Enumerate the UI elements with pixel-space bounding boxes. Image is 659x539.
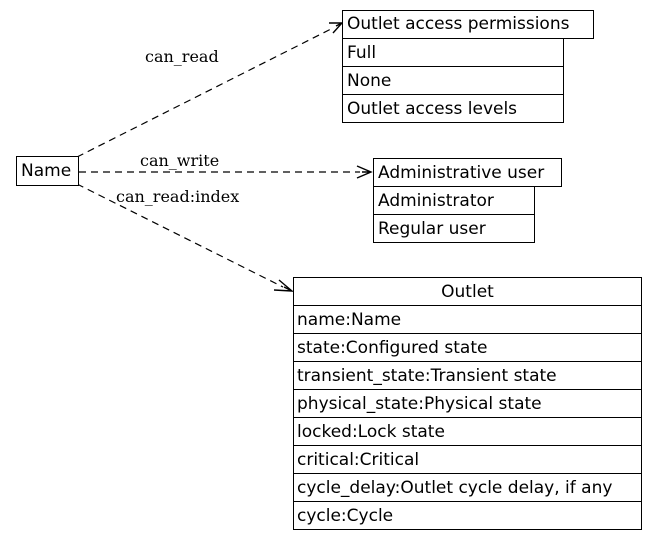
entity-row-box bbox=[342, 94, 564, 123]
entity-row-box bbox=[373, 186, 535, 215]
entity-row-box bbox=[293, 333, 642, 362]
entity-row: physical_state:Physical state bbox=[297, 394, 542, 414]
entity-title-box bbox=[293, 277, 642, 306]
edge-can-write-label: can_write bbox=[140, 151, 219, 170]
edge-can-write: can_write bbox=[79, 151, 373, 179]
edge-can-read-arrowhead bbox=[329, 22, 344, 34]
entity-row: locked:Lock state bbox=[297, 422, 445, 442]
entity-outlet-access-permissions: Outlet access permissions Full None Outl… bbox=[342, 10, 594, 123]
entity-row-box bbox=[293, 361, 642, 390]
entity-row-box bbox=[293, 473, 642, 502]
entity-row-box bbox=[293, 417, 642, 446]
source-node-box bbox=[16, 156, 79, 186]
source-node-label: Name bbox=[21, 161, 71, 181]
entity-row: None bbox=[347, 71, 391, 91]
entity-row: Administrator bbox=[378, 191, 494, 211]
edge-can-read-index-label: can_read:index bbox=[116, 187, 239, 206]
entity-row: cycle_delay:Outlet cycle delay, if any bbox=[297, 478, 612, 498]
entity-row-box bbox=[373, 214, 535, 243]
edge-can-read-index-line bbox=[76, 183, 284, 288]
edge-can-read-index-arrowhead bbox=[273, 279, 295, 292]
entity-row: cycle:Cycle bbox=[297, 506, 393, 526]
entity-row: name:Name bbox=[297, 310, 401, 330]
entity-title: Outlet access permissions bbox=[347, 14, 570, 34]
entity-outlet: Outlet name:Name state:Configured state … bbox=[293, 277, 642, 530]
entity-row: Regular user bbox=[378, 219, 486, 239]
entity-row: transient_state:Transient state bbox=[297, 366, 557, 386]
entity-row: Outlet access levels bbox=[347, 99, 517, 119]
entity-row: state:Configured state bbox=[297, 338, 487, 358]
entity-administrative-user: Administrative user Administrator Regula… bbox=[373, 158, 562, 243]
edge-can-read-label: can_read bbox=[145, 47, 219, 66]
entity-row-box bbox=[293, 501, 642, 530]
entity-title-box bbox=[373, 158, 562, 187]
edge-can-write-arrowhead bbox=[356, 165, 373, 179]
edge-can-read-index: can_read:index bbox=[76, 183, 295, 292]
edge-can-read: can_read bbox=[76, 22, 344, 158]
entity-row: critical:Critical bbox=[297, 450, 419, 470]
entity-row-box bbox=[293, 445, 642, 474]
entity-title: Administrative user bbox=[378, 163, 544, 183]
entity-row-box bbox=[293, 389, 642, 418]
entity-title: Outlet bbox=[441, 282, 494, 302]
entity-row-box bbox=[342, 38, 564, 67]
entity-row: Full bbox=[347, 43, 376, 63]
entity-row-box bbox=[342, 66, 564, 95]
source-node-name: Name bbox=[16, 156, 79, 186]
